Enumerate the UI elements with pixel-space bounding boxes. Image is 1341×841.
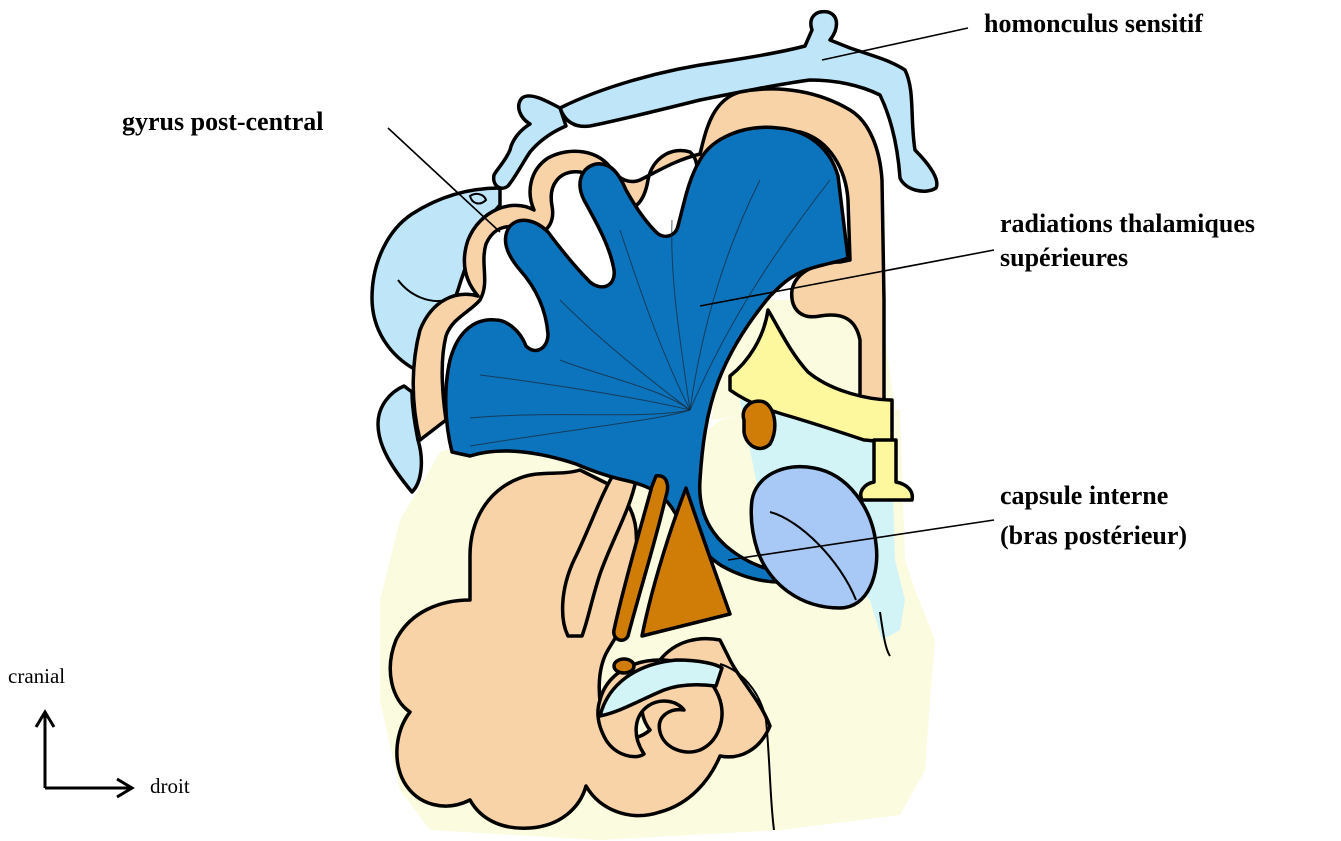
- right-arrow-icon: [45, 779, 132, 797]
- label-radiations-line1: radiations thalamiques: [1000, 209, 1255, 238]
- label-homonculus: homonculus sensitif: [984, 9, 1203, 38]
- caudate-nucleus: [743, 401, 775, 448]
- orientation-indicator: cranial droit: [8, 664, 190, 798]
- label-capsule-line1: capsule interne: [1000, 481, 1168, 510]
- label-capsule-line2: (bras postérieur): [1000, 521, 1187, 550]
- label-gyrus: gyrus post-central: [122, 107, 323, 136]
- label-radiations-line2: supérieures: [1000, 243, 1128, 272]
- label-cranial: cranial: [8, 664, 65, 688]
- label-droit: droit: [150, 774, 190, 798]
- cranial-arrow-icon: [36, 712, 54, 788]
- amygdala: [614, 659, 634, 673]
